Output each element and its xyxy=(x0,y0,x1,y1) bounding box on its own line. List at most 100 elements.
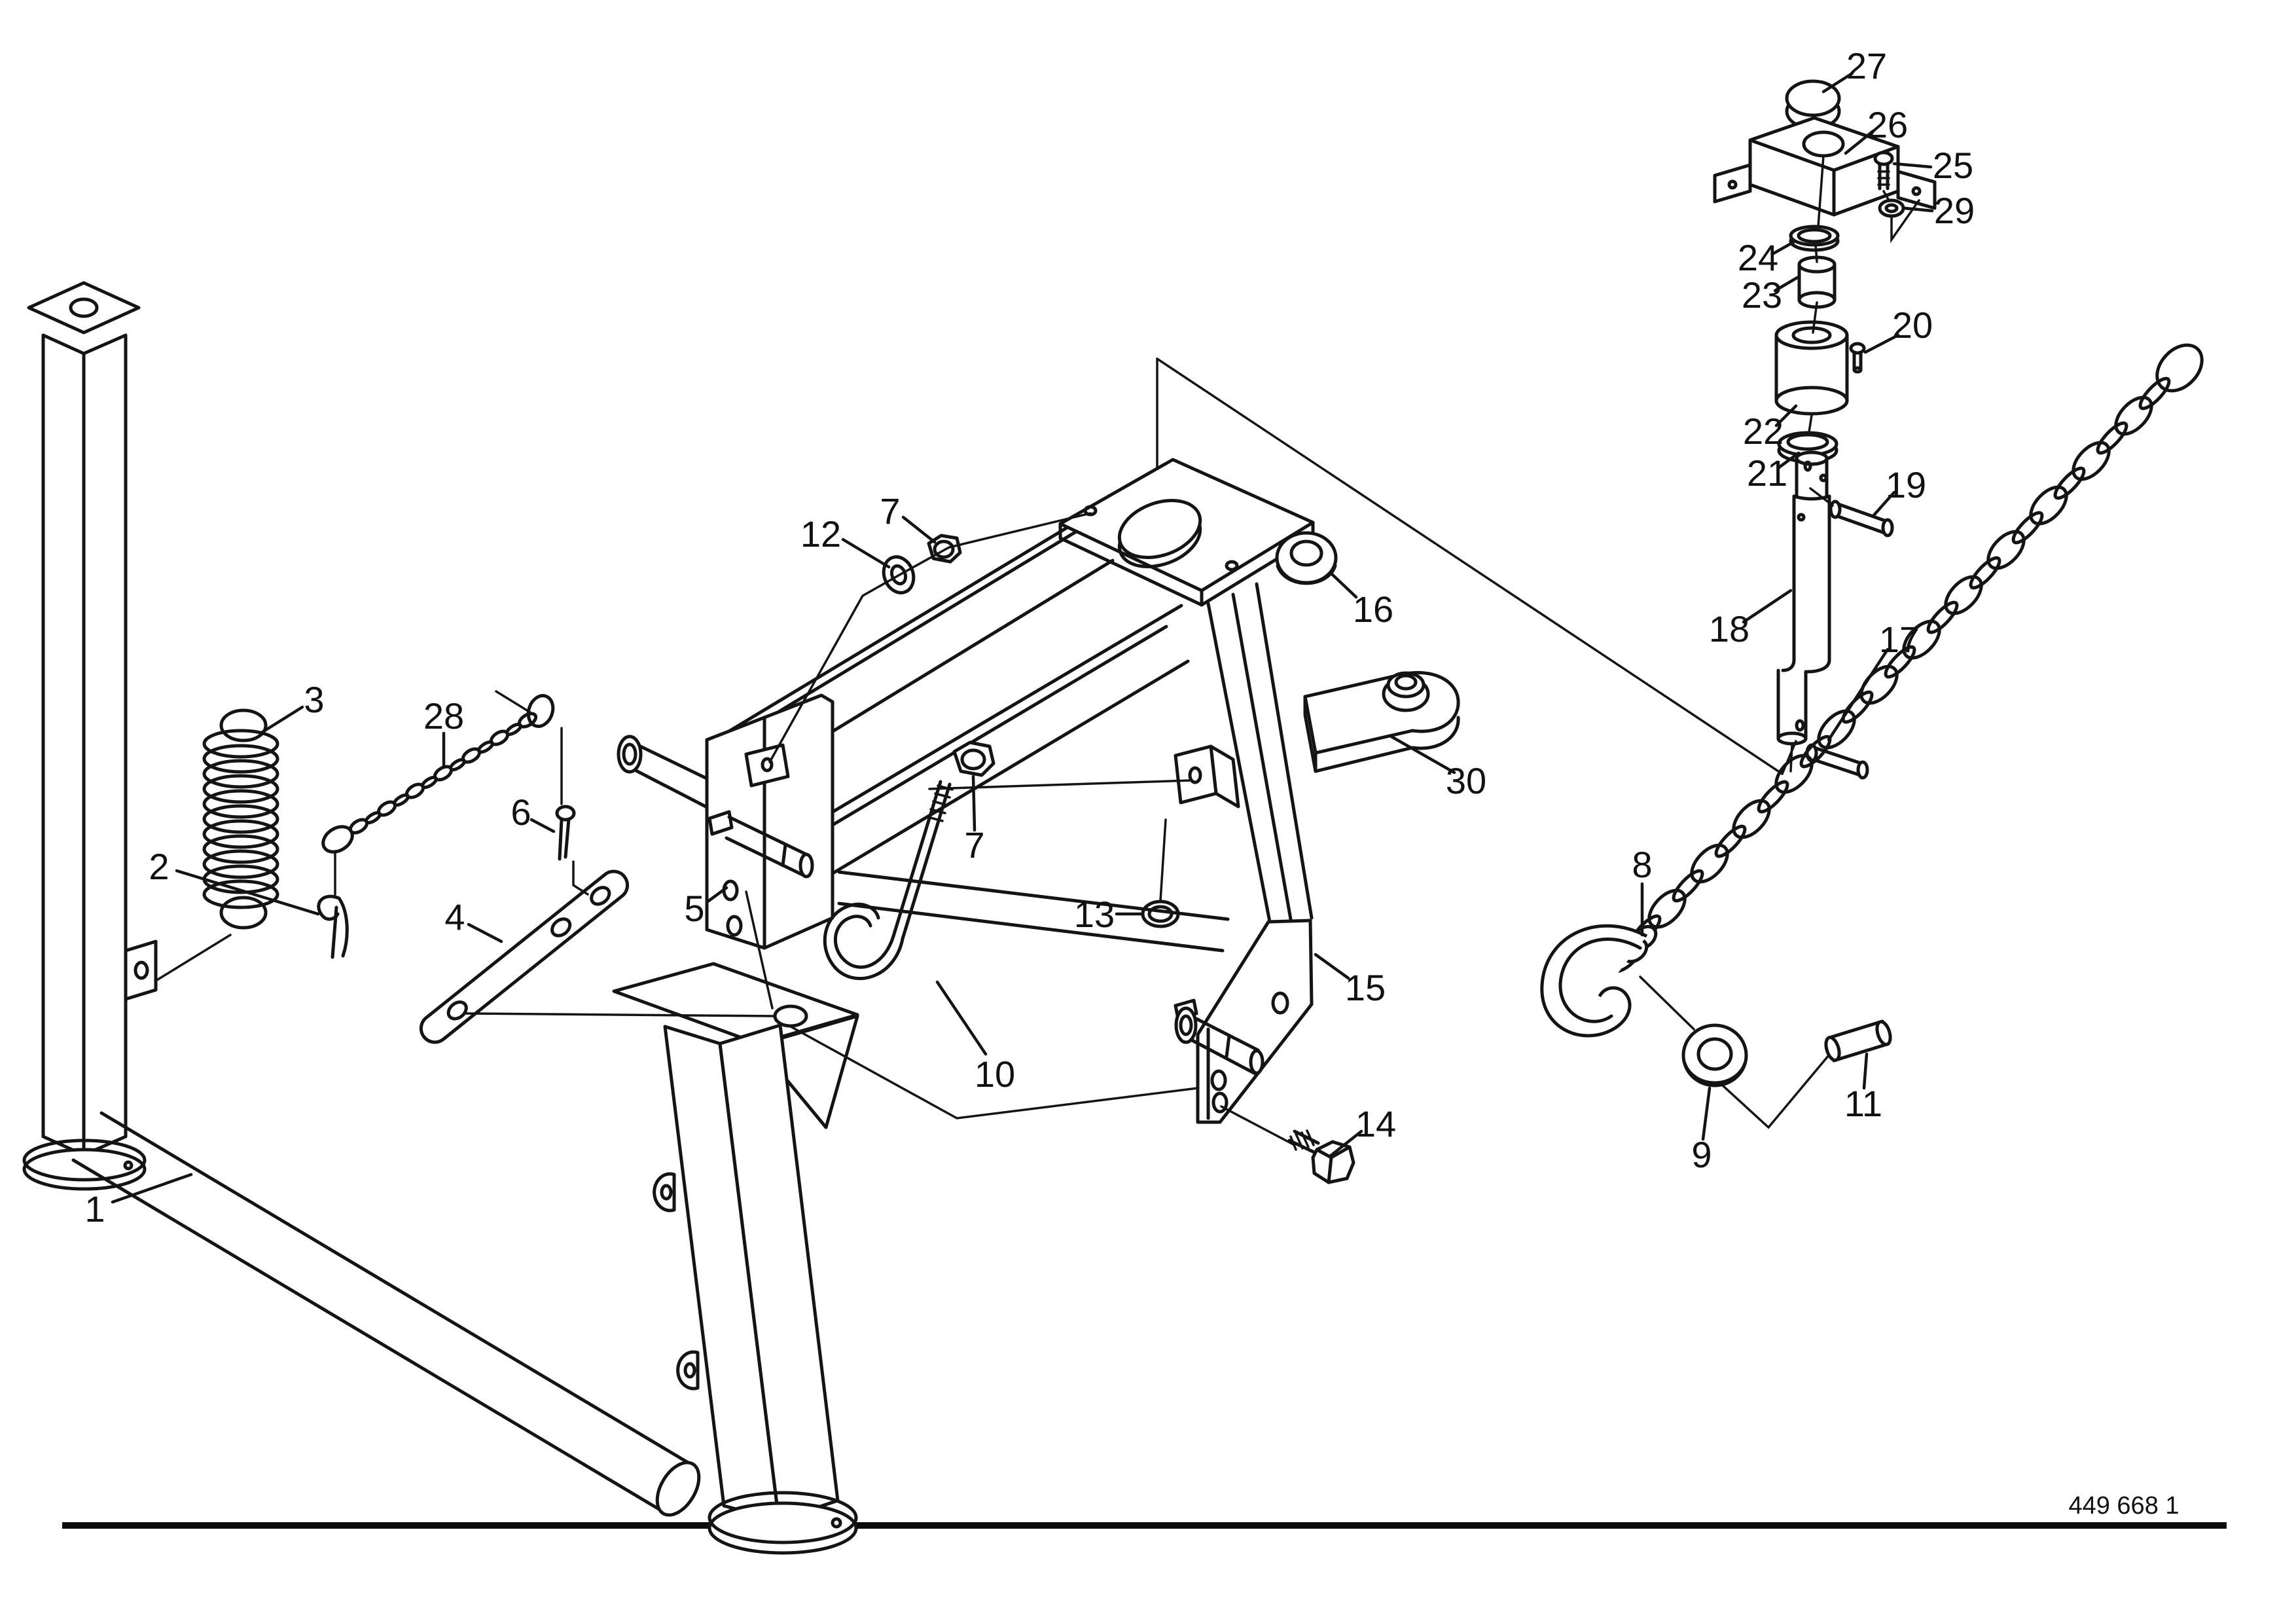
cotter-pin xyxy=(555,805,576,861)
leader-11 xyxy=(1862,1052,1869,1090)
callout-17: 17 xyxy=(1879,619,1920,660)
callout-3: 3 xyxy=(304,679,324,720)
leader-25 xyxy=(1892,162,1933,169)
washer-9 xyxy=(1681,1023,1748,1087)
callout-20: 20 xyxy=(1892,304,1933,346)
callout-11: 11 xyxy=(1844,1083,1882,1124)
arm-pin-lower xyxy=(708,810,814,879)
bearing-22 xyxy=(1774,320,1849,416)
leader-18 xyxy=(1742,589,1793,624)
leader-10 xyxy=(935,980,988,1056)
leader-9 xyxy=(1701,1086,1712,1141)
callout-4: 4 xyxy=(444,896,465,938)
callout-labels: 1 2 3 4 5 6 7 7 8 9 10 11 12 13 14 15 16… xyxy=(84,45,1975,1230)
anchor-bracket xyxy=(1174,744,1240,809)
callout-1: 1 xyxy=(84,1188,105,1230)
post-side-tab xyxy=(124,939,158,1001)
leader-24 xyxy=(1770,240,1795,256)
witness-lines xyxy=(154,155,1830,1146)
leader-15 xyxy=(1314,953,1350,980)
callout-7a: 7 xyxy=(880,490,900,532)
callout-25: 25 xyxy=(1933,145,1973,186)
frame-top-plate xyxy=(1058,458,1315,607)
o-ring-13 xyxy=(1141,900,1180,928)
callout-8: 8 xyxy=(1632,844,1652,885)
leader-1 xyxy=(111,1173,193,1204)
clevis-pin-15 xyxy=(1174,998,1265,1076)
arm-pin-upper xyxy=(617,735,715,811)
leader-4 xyxy=(467,922,503,943)
ref-number: 449 668 1 xyxy=(2068,1492,2179,1520)
post-top-bracket xyxy=(27,281,141,335)
stand-right-post xyxy=(612,962,859,1555)
seal-ring-24 xyxy=(1789,225,1840,252)
j-bolt xyxy=(823,780,954,981)
callout-28: 28 xyxy=(423,695,464,737)
stand-left-post xyxy=(22,281,158,1191)
callout-14: 14 xyxy=(1355,1103,1396,1144)
callout-21: 21 xyxy=(1747,452,1787,494)
leader-lines xyxy=(111,71,1934,1204)
callout-26: 26 xyxy=(1867,104,1908,145)
leader-2 xyxy=(175,869,320,916)
leader-16 xyxy=(1329,572,1358,599)
leader-30 xyxy=(1388,734,1456,775)
cross-tube xyxy=(71,1111,701,1517)
callout-27: 27 xyxy=(1846,45,1887,86)
hex-bolt-14 xyxy=(1287,1129,1355,1184)
bushing-washer-16 xyxy=(1275,531,1338,585)
leader-7a xyxy=(901,515,937,544)
callout-10: 10 xyxy=(975,1053,1015,1095)
boom-wedge-tab xyxy=(744,743,790,788)
leader-3 xyxy=(259,705,304,735)
bolt-25 xyxy=(1873,151,1894,191)
leader-20 xyxy=(1863,333,1900,354)
leader-7b xyxy=(971,775,977,832)
leader-27 xyxy=(1821,71,1854,94)
leader-26 xyxy=(1844,129,1875,155)
callout-29: 29 xyxy=(1934,190,1975,231)
jack-tube-18 xyxy=(1776,450,1831,773)
leader-22 xyxy=(1774,404,1798,428)
eye-plate-30 xyxy=(1303,670,1460,773)
post-foot xyxy=(22,1148,147,1191)
callout-16: 16 xyxy=(1353,589,1393,630)
r-clip xyxy=(317,894,349,959)
frame-tie-tube xyxy=(837,870,1230,953)
right-post-tab xyxy=(653,1172,676,1213)
callout-2: 2 xyxy=(149,846,169,887)
callout-6: 6 xyxy=(511,792,531,833)
leader-19 xyxy=(1871,490,1896,518)
callout-7b: 7 xyxy=(964,824,984,866)
hex-nut-7b xyxy=(952,740,996,777)
frame-lower-boom xyxy=(803,604,1190,879)
set-bolt-20 xyxy=(1849,342,1866,374)
callout-24: 24 xyxy=(1738,237,1778,278)
leader-5 xyxy=(705,886,728,904)
leader-17 xyxy=(1827,647,1890,742)
clevis-pin-11 xyxy=(1824,1019,1892,1063)
leader-21 xyxy=(1777,451,1801,469)
callout-18: 18 xyxy=(1709,608,1749,649)
frame-right-leg xyxy=(1206,582,1314,924)
callout-30: 30 xyxy=(1446,760,1486,801)
callout-5: 5 xyxy=(684,888,704,929)
callout-15: 15 xyxy=(1345,967,1386,1008)
right-post-foot xyxy=(708,1501,858,1555)
leader-14 xyxy=(1328,1129,1363,1158)
safety-chain xyxy=(321,694,555,854)
tension-spring xyxy=(202,708,279,930)
callout-19: 19 xyxy=(1886,464,1926,505)
callout-13: 13 xyxy=(1074,894,1115,935)
anchor-plate-15 xyxy=(1174,919,1314,1124)
callout-12: 12 xyxy=(800,513,841,555)
leader-29 xyxy=(1903,206,1934,213)
leader-12 xyxy=(841,538,891,569)
callout-22: 22 xyxy=(1743,410,1784,452)
linch-pin-19 xyxy=(1809,487,1894,538)
callout-9: 9 xyxy=(1691,1134,1712,1175)
callout-23: 23 xyxy=(1742,274,1782,316)
bushing-23 xyxy=(1797,255,1837,309)
link-bar xyxy=(419,869,630,1044)
